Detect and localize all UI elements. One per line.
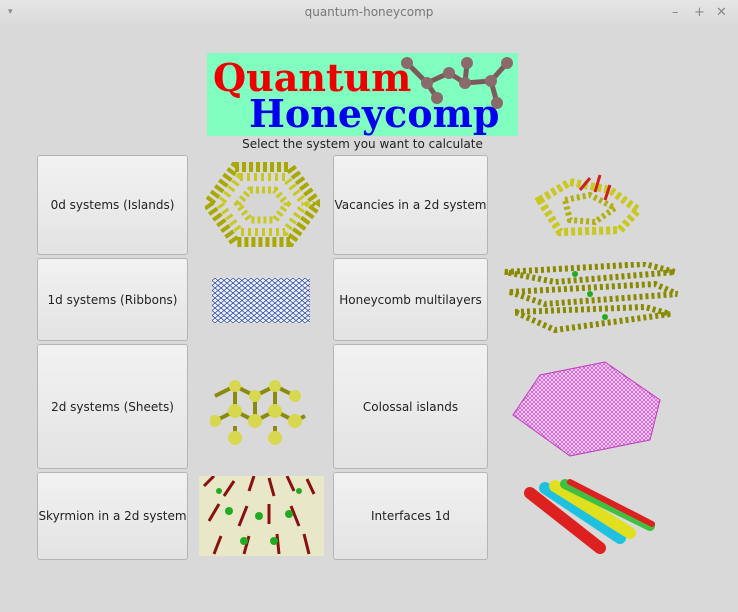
instruction-label: Select the system you want to calculate — [242, 137, 483, 151]
title-bar: ▾ quantum-honeycomp – + ✕ — [0, 0, 738, 25]
button-label: Interfaces 1d — [370, 509, 451, 523]
button-label: 1d systems (Ribbons) — [47, 292, 178, 307]
vacancies-button[interactable]: Vacancies in a 2d system — [333, 155, 488, 255]
button-label: 0d systems (Islands) — [50, 198, 175, 212]
vacancy-lattice-image — [534, 174, 644, 237]
button-label: Honeycomb multilayers — [339, 292, 482, 307]
minimize-button[interactable]: – — [672, 5, 679, 20]
window-title: quantum-honeycomp — [304, 5, 434, 19]
ribbon-image — [212, 278, 310, 323]
graphene-island-image — [205, 162, 320, 247]
skyrmion-button[interactable]: Skyrmion in a 2d system — [37, 472, 188, 560]
colossal-islands-button[interactable]: Colossal islands — [333, 344, 488, 469]
window-menu-icon[interactable]: ▾ — [8, 7, 13, 17]
2d-systems-button[interactable]: 2d systems (Sheets) — [37, 344, 188, 469]
molecule-decoration-icon — [401, 57, 513, 109]
multilayers-button[interactable]: Honeycomb multilayers — [333, 258, 488, 341]
interfaces-1d-button[interactable]: Interfaces 1d — [333, 472, 488, 560]
maximize-button[interactable]: + — [694, 5, 705, 20]
button-label: 2d systems (Sheets) — [51, 399, 174, 414]
app-logo: Quantum Honeycomp — [207, 53, 518, 136]
skyrmion-image — [199, 476, 324, 556]
button-label: Vacancies in a 2d system — [334, 198, 487, 212]
1d-systems-button[interactable]: 1d systems (Ribbons) — [37, 258, 188, 341]
0d-systems-button[interactable]: 0d systems (Islands) — [37, 155, 188, 255]
close-button[interactable]: ✕ — [716, 5, 727, 20]
button-label: Skyrmion in a 2d system — [38, 509, 187, 523]
interface-tubes-image — [524, 479, 655, 554]
sheet-image — [210, 380, 306, 445]
button-label: Colossal islands — [362, 399, 459, 414]
logo-quantum-text: Quantum — [213, 55, 412, 100]
colossal-island-image — [512, 361, 661, 457]
multilayer-image — [504, 262, 679, 334]
logo-honeycomp-text: Honeycomp — [249, 91, 500, 136]
